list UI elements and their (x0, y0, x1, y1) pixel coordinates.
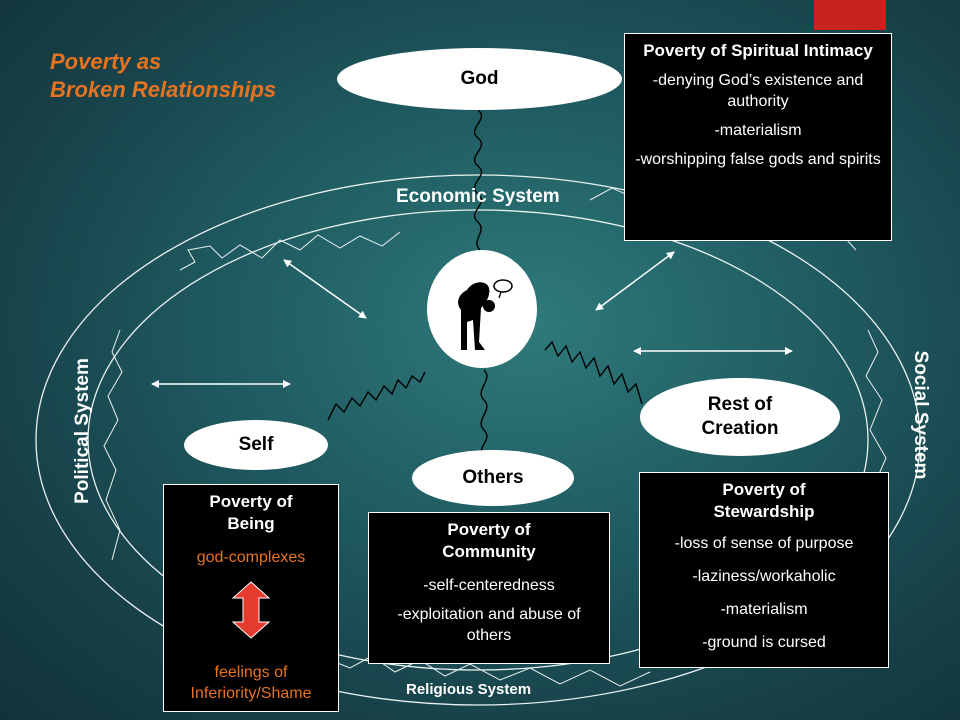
broken-band-left (179, 231, 401, 271)
community-item: -self-centeredness (423, 577, 555, 594)
community-title: Poverty of Community (442, 520, 536, 561)
squiggle-to-others (480, 369, 488, 459)
creation-node: Rest of Creation (640, 378, 840, 456)
being-box: Poverty of Being god-complexes feelings … (163, 484, 339, 712)
stewardship-item: -materialism (720, 601, 808, 618)
economic-system-label: Economic System (396, 186, 560, 207)
self-node: Self (184, 420, 328, 470)
person-circle (427, 250, 537, 368)
being-title: Poverty of Being (209, 492, 293, 533)
spiritual-item: -worshipping false gods and spirits (635, 151, 881, 168)
outer-system-ellipse (35, 174, 921, 706)
squiggle-to-creation (544, 340, 643, 405)
bent-person-icon (458, 279, 513, 350)
others-node: Others (412, 450, 574, 506)
social-system-label: Social System (910, 350, 931, 480)
community-box: Poverty of Community -self-centeredness … (368, 512, 610, 664)
stewardship-item: -laziness/workaholic (692, 568, 836, 585)
squiggle-to-self (327, 371, 426, 421)
red-double-arrow-icon (231, 581, 271, 639)
broken-band-far-left (103, 329, 123, 561)
inner-system-ellipse (87, 209, 869, 671)
self-label: Self (238, 434, 274, 455)
spiritual-item: -materialism (714, 122, 802, 139)
creation-label: Rest of Creation (701, 394, 779, 439)
political-system-label: Political System (72, 358, 93, 504)
title-line-1: Poverty as (50, 49, 162, 74)
being-top-text: god-complexes (196, 549, 306, 566)
others-label: Others (462, 467, 524, 488)
spiritual-intimacy-title: Poverty of Spiritual Intimacy (643, 41, 873, 60)
double-arrow-icon (595, 251, 675, 311)
spiritual-item: -denying God’s existence and authority (652, 72, 864, 110)
red-tab (814, 0, 886, 30)
squiggle-to-god (473, 109, 483, 251)
stewardship-item: -loss of sense of purpose (674, 535, 854, 552)
spiritual-intimacy-box: Poverty of Spiritual Intimacy -denying G… (624, 33, 892, 241)
stewardship-title: Poverty of Stewardship (713, 480, 815, 521)
title-line-2: Broken Relationships (50, 77, 277, 102)
being-bottom-text: feelings of Inferiority/Shame (190, 664, 312, 702)
stewardship-box: Poverty of Stewardship -loss of sense of… (639, 472, 889, 668)
double-arrow-icon (283, 259, 367, 319)
slide-title: Poverty as Broken Relationships (50, 48, 276, 104)
god-node: God (337, 48, 622, 110)
religious-system-label: Religious System (406, 681, 532, 698)
community-item: -exploitation and abuse of others (397, 606, 581, 644)
stewardship-item: -ground is cursed (702, 634, 826, 651)
god-label: God (460, 68, 499, 89)
